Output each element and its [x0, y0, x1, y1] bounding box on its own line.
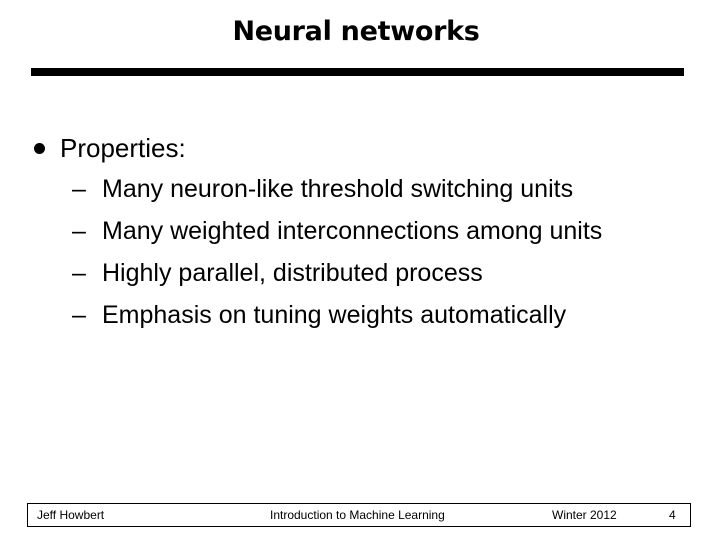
sub-bullet-text: Many neuron-like threshold switching uni…	[102, 174, 574, 203]
slide-footer: Jeff Howbert Introduction to Machine Lea…	[27, 503, 691, 527]
title-underline-rule	[31, 68, 684, 76]
footer-author: Jeff Howbert	[37, 508, 105, 522]
sub-bullet-item: – Many neuron-like threshold switching u…	[72, 168, 602, 210]
sub-bullet-item: – Highly parallel, distributed process	[72, 252, 602, 294]
bullet-properties: Properties:	[34, 128, 186, 168]
sub-bullet-item: – Many weighted interconnections among u…	[72, 210, 602, 252]
footer-term: Winter 2012	[552, 508, 617, 522]
sub-bullet-item: – Emphasis on tuning weights automatical…	[72, 294, 602, 336]
slide-title: Neural networks	[232, 16, 480, 47]
footer-course: Introduction to Machine Learning	[270, 508, 445, 522]
dash-bullet-icon: –	[72, 258, 86, 287]
sub-bullet-text: Emphasis on tuning weights automatically	[102, 300, 567, 329]
footer-page-number: 4	[669, 508, 676, 522]
dash-bullet-icon: –	[72, 300, 86, 329]
dash-bullet-icon: –	[72, 174, 86, 203]
dash-bullet-icon: –	[72, 216, 86, 245]
properties-sublist: – Many neuron-like threshold switching u…	[72, 168, 602, 336]
bullet-properties-label: Properties:	[60, 133, 186, 163]
sub-bullet-text: Many weighted interconnections among uni…	[102, 216, 603, 245]
bullet-dot-icon	[34, 142, 45, 154]
sub-bullet-text: Highly parallel, distributed process	[102, 258, 483, 287]
